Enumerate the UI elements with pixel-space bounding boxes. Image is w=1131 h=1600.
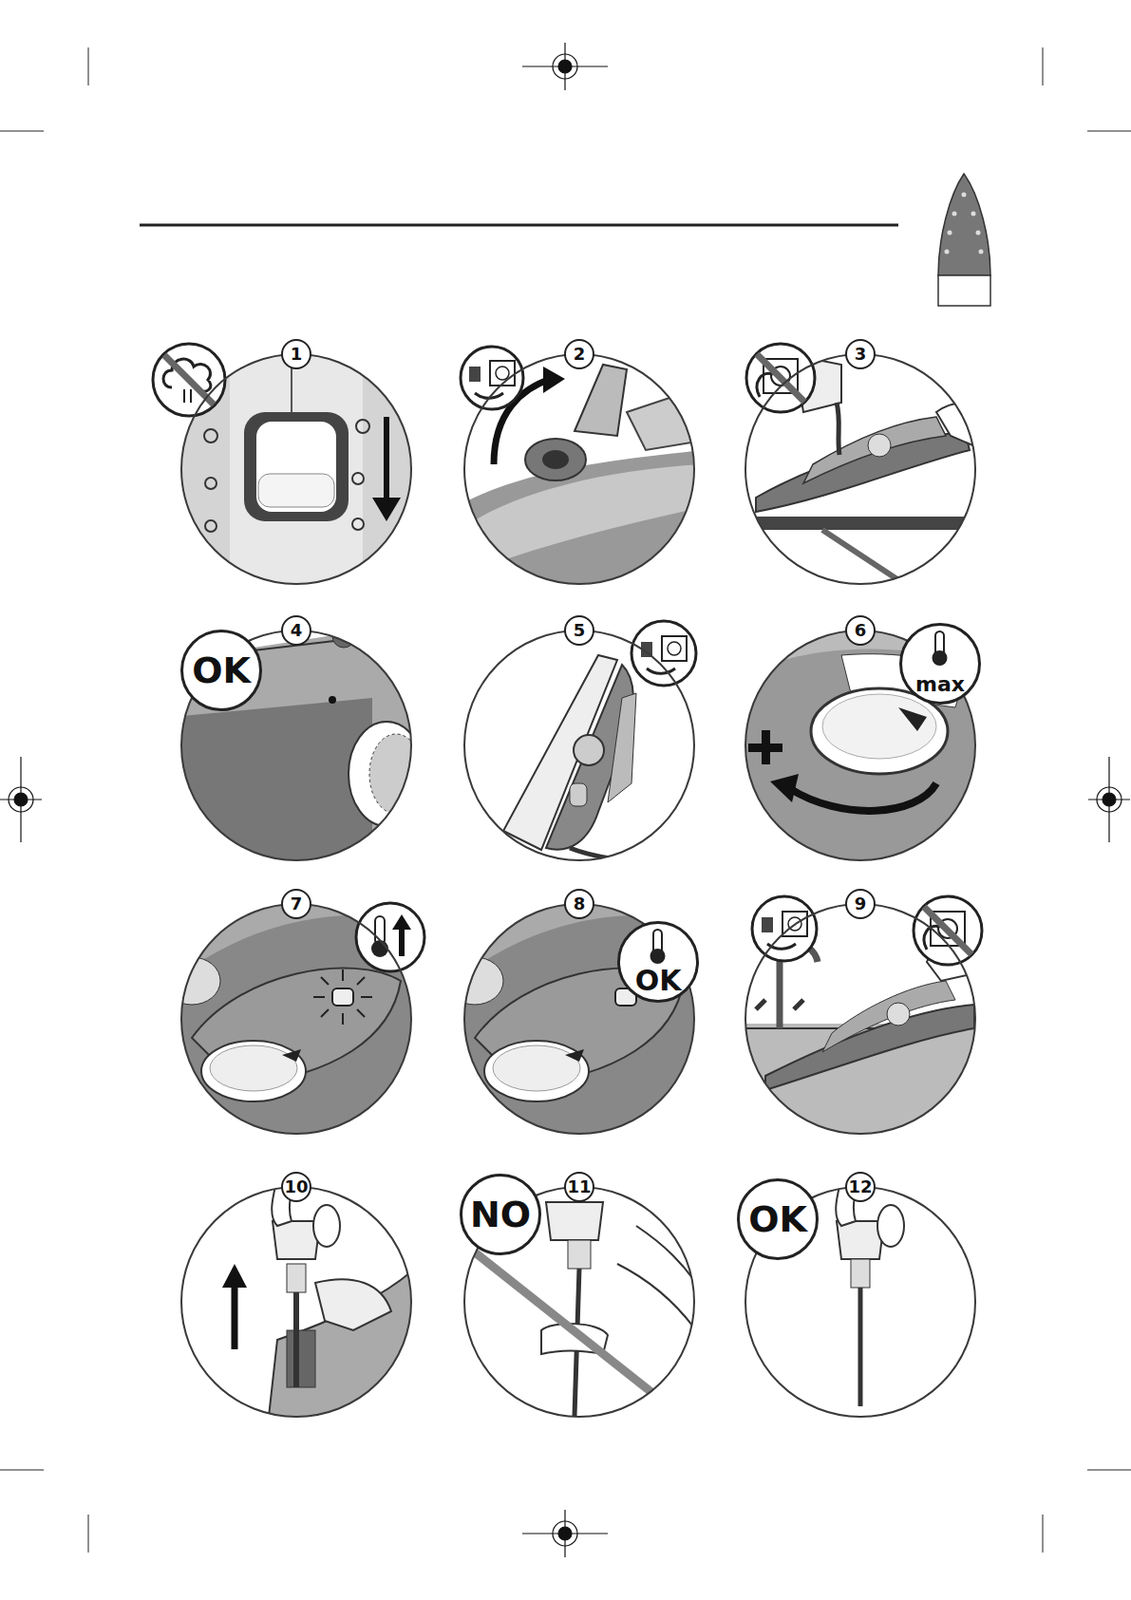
panel-9-art [736,895,984,1143]
step-panel: 1 [180,353,413,585]
badge-text: OK [620,966,697,996]
step-panel: 9 [744,903,977,1135]
badge-text: max [902,674,979,696]
unplug-icon [752,896,817,962]
callout-number: 7 [281,888,312,920]
callout-number: 8 [564,888,595,920]
callout-number: 12 [845,1171,876,1203]
step-panel: 7 [180,903,413,1135]
callout-number: 6 [845,615,876,646]
unplug-icon [460,346,524,410]
status-badge: max [899,622,981,705]
step-panel: 3 [744,353,977,585]
status-badge: OK [180,629,263,712]
step-panel: 2 [463,353,696,585]
registration-marks [0,42,1131,1558]
panel-5-art [455,622,703,869]
callout-number: 10 [281,1171,312,1203]
step-panel: 10 [180,1186,413,1418]
callout-number: 2 [564,339,595,370]
badge-text: OK [739,1201,816,1238]
callout-number: 4 [281,615,312,646]
soleplate-icon [938,173,991,306]
callout-number: 9 [845,888,876,920]
status-badge: OK [617,921,699,1003]
callout-number: 1 [281,339,312,370]
status-badge: OK [736,1178,819,1261]
thermometer-icon [643,927,673,966]
status-badge: NO [459,1173,542,1256]
callout-number: 3 [845,339,876,370]
step-panel: 5 [463,629,696,862]
panel-4-art [172,622,425,869]
callout-number: 5 [564,615,595,646]
badge-text: NO [462,1196,539,1233]
panel-10-art [172,1178,420,1426]
no-steam-icon [152,343,226,416]
thermometer-icon [925,629,955,668]
panel-7-art [163,895,420,1143]
header-rule [139,224,899,227]
panel-2-art [455,345,703,593]
panel-6-art [736,622,984,869]
temperature-rising-icon [356,903,425,972]
plug-in-icon [631,621,697,686]
badge-text: OK [183,652,260,689]
panel-3-art [736,345,984,593]
panel-12-art [736,1178,984,1426]
callout-number: 11 [564,1171,595,1203]
panel-8-art [446,895,703,1143]
no-socket-icon [913,896,982,965]
panel-11-art [455,1178,703,1426]
crop-marks [0,47,1131,1553]
no-socket-icon [746,343,815,413]
